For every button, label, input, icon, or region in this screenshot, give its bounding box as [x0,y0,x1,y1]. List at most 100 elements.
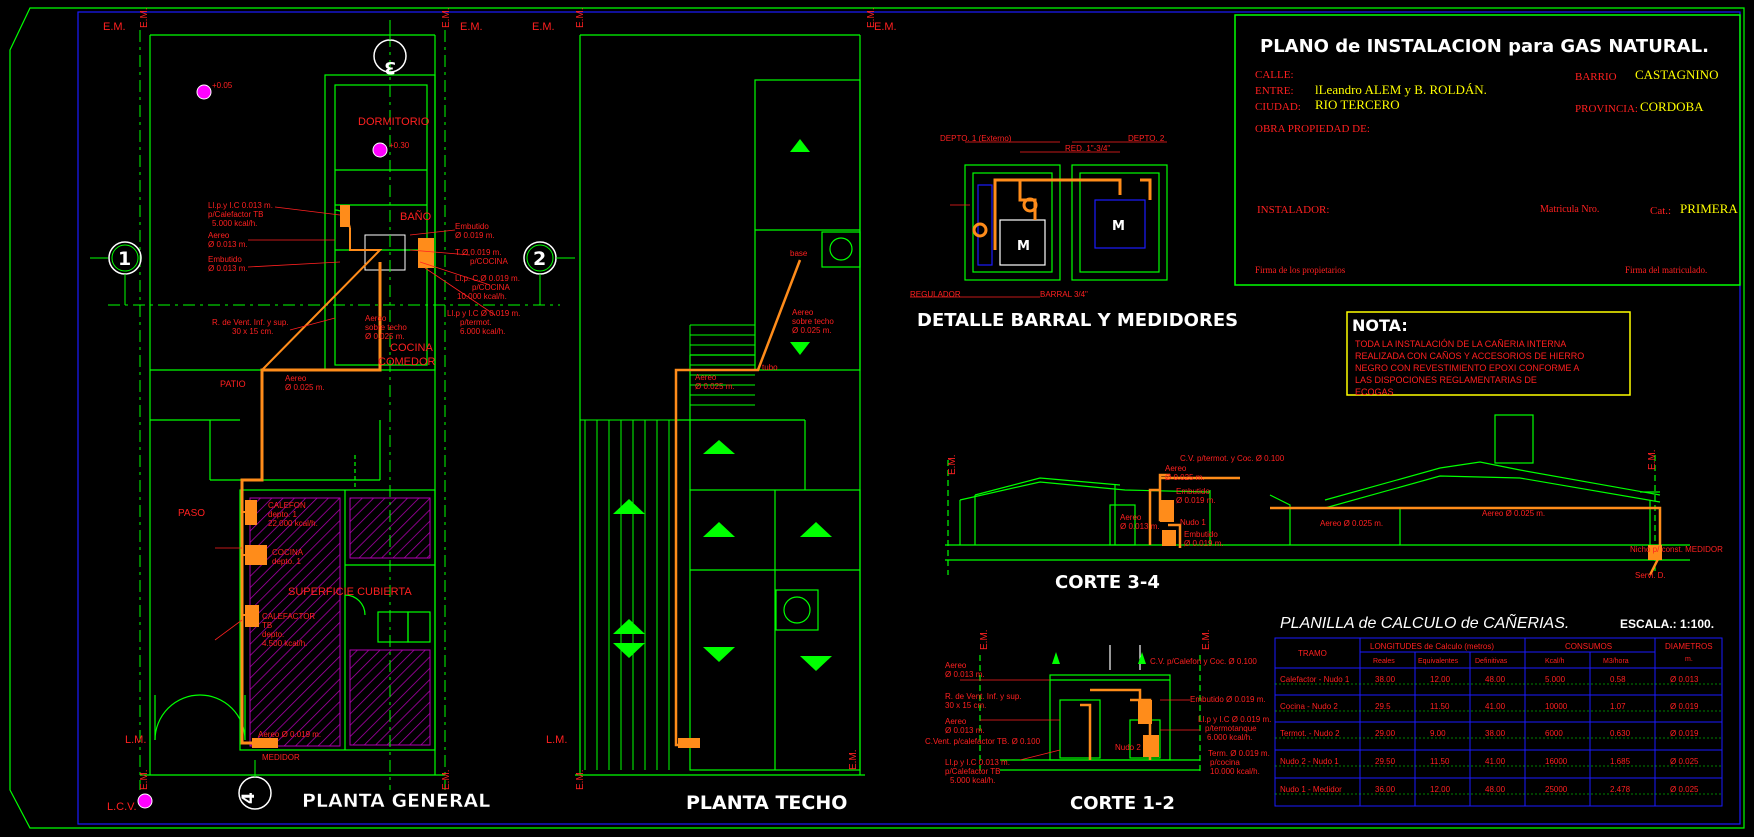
note: Ø 0.013 m. [945,726,985,735]
note: Aereo Ø 0.025 m. [1482,509,1545,518]
table-cell: 1.685 [1610,757,1631,766]
barrio-value: CASTAGNINO [1635,67,1718,82]
em-vert: E.M. [866,7,877,28]
cat-value: PRIMERA [1680,201,1738,216]
room-comedor: COMEDOR [378,356,436,368]
note: p/cocina [1210,758,1240,767]
table-cell: 11.50 [1430,702,1450,711]
gas-pipe-techo [674,259,802,747]
level-marker-2 [372,142,388,158]
note: Ø 0.013 m. [945,670,985,679]
th-equiv: Equivalentes [1418,658,1459,665]
table-cell: 10000 [1545,702,1568,711]
bubble-2-label: 2 [533,248,546,270]
bubble-4-label: 4 [239,792,259,804]
nota-line: TODA LA INSTALACIÓN DE LA CAÑERIA INTERN… [1355,339,1566,349]
table-cell: Termot. - Nudo 2 [1280,729,1340,738]
firma-propietarios: Firma de los propietarios [1255,265,1346,275]
note: 6.000 kcal/h. [1207,733,1252,742]
table-cell: 48.00 [1485,785,1506,794]
note: Ll.p y I.C 0.013 m. [945,758,1010,767]
barral-dims [910,141,1167,298]
table-cell: 0.58 [1610,675,1626,684]
note: Ø 0.013 m. [1120,522,1160,531]
th-diametros: DIAMETROS [1665,642,1713,651]
slope-arrows [613,139,832,671]
note: 6.000 kcal/h. [460,327,505,336]
matricula-label: Matricula Nro. [1540,204,1599,215]
note: Servi. D. [1635,571,1666,580]
corte-34 [945,414,1690,575]
note: Nicho p/ const. MEDIDOR [1630,545,1723,554]
firma-matriculado: Firma del matriculado. [1625,265,1707,275]
table-cell: 5.000 [1545,675,1566,684]
table-cell: 25000 [1545,785,1568,794]
note: R. de Vent. Inf. y sup. [945,692,1022,701]
em-vert: E.M. [848,749,859,770]
th-consumos: CONSUMOS [1565,642,1612,651]
note: BARRAL 3/4" [1040,290,1088,299]
note: C.V. p/Calefon y Coc. Ø 0.100 [1150,657,1257,666]
note: Embutido [1184,530,1218,539]
corte12-stove [1143,735,1159,757]
planilla-escala: ESCALA.: 1:100. [1620,617,1714,631]
room-superficie: SUPERFICIE CUBIERTA [288,586,412,598]
corte34-appliance-1 [1160,500,1174,522]
note: Aereo [1120,513,1142,522]
room-paso: PASO [178,508,205,519]
note: Ll.p. C.Ø 0.019 m. [455,274,520,283]
inner-frame [77,11,1741,825]
heater-top [340,205,350,227]
level-label: +0.30 [389,141,410,150]
room-dormitorio: DORMITORIO [358,116,430,128]
table-cell: 11.50 [1430,757,1450,766]
note: Ø 0.025 m. [695,382,735,391]
roof-slats-top [689,324,755,420]
lm-mark: L.M. [125,734,146,746]
meter-label-2: M [1112,219,1125,234]
note: Ø 0.019 m. [455,231,495,240]
table-cell: 1.07 [1610,702,1626,711]
entre-value: lLeandro ALEM y B. ROLDÁN. [1315,82,1487,97]
note: T Ø 0.019 m. [455,248,502,257]
room-patio: PATIO [220,379,246,389]
note: p/termot. [460,318,492,327]
nota-title: NOTA: [1352,316,1408,335]
medidor-box [252,738,278,748]
note: Aereo [208,231,230,240]
provincia-value: CORDOBA [1640,99,1704,114]
note: Aereo [1165,464,1187,473]
em-vert: E.M. [1201,629,1212,650]
note: p/Calefactor TB [945,767,1000,776]
note: 10.000 kcal/h. [457,292,507,301]
note: 4.500 kcal/h. [262,639,307,648]
note: sobre techo [365,323,407,332]
note: depto. [262,630,284,639]
table-cell: 2.478 [1610,785,1631,794]
note: C.V. p/termot. y Coc. Ø 0.100 [1180,454,1285,463]
outer-frame [9,7,1745,829]
note: REGULADOR [910,290,961,299]
nota-box [1346,311,1631,396]
em-vert: E.M. [575,769,586,790]
note: RED. 1"-3/4" [1065,144,1110,153]
note: 22.000 kcal/h. [268,519,318,528]
note: 30 x 15 cm. [945,701,986,710]
note: Nudo 2 [1115,743,1141,752]
bubble-3-label: 3 [384,57,396,77]
table-cell: Ø 0.025 [1670,757,1699,766]
em-vert: E.M. [139,7,150,28]
note: Embutido [1176,487,1210,496]
leader-lines [214,206,496,641]
note: Ø 0.025 m. [365,332,405,341]
em-vert: E.M. [1647,449,1658,470]
level-marker-3 [137,793,153,809]
bubble-1-label: 1 [118,248,131,270]
note: R. de Vent. Inf. y sup. [212,318,289,327]
em-vert: E.M. [575,7,586,28]
note: base [790,249,808,258]
ciudad-label: CIUDAD: [1255,101,1301,113]
table-cell: Nudo 1 - Medidor [1280,785,1342,794]
note: p/termotanque [1205,724,1257,733]
em-mark: E.M. [103,21,126,33]
